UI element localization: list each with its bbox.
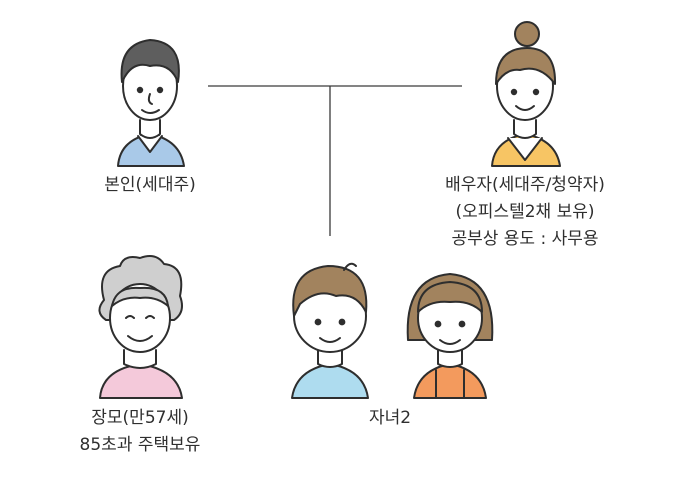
daughter-illustration xyxy=(406,273,494,399)
mother-in-law-label-line1: 장모(만57세) xyxy=(91,408,189,428)
children-label: 자녀2 xyxy=(340,405,440,432)
children-label-text: 자녀2 xyxy=(368,408,412,428)
spouse-label: 배우자(세대주/청약자) (오피스텔2채 보유) 공부상 용도 : 사무용 xyxy=(420,172,630,253)
spouse-illustration xyxy=(491,21,561,167)
self-illustration xyxy=(117,39,185,167)
self-label-text: 본인(세대주) xyxy=(104,175,196,195)
connector-lines xyxy=(208,85,462,236)
mother-in-law-label-line2: 85초과 주택보유 xyxy=(79,435,201,455)
spouse-label-line3: 공부상 용도 : 사무용 xyxy=(451,229,599,249)
mother-in-law-illustration xyxy=(98,255,183,399)
mother-in-law-label: 장모(만57세) 85초과 주택보유 xyxy=(60,405,220,459)
spouse-label-line1: 배우자(세대주/청약자) xyxy=(445,175,605,195)
spouse-label-line2: (오피스텔2채 보유) xyxy=(455,202,595,222)
son-illustration xyxy=(291,262,369,399)
self-label: 본인(세대주) xyxy=(80,172,220,199)
